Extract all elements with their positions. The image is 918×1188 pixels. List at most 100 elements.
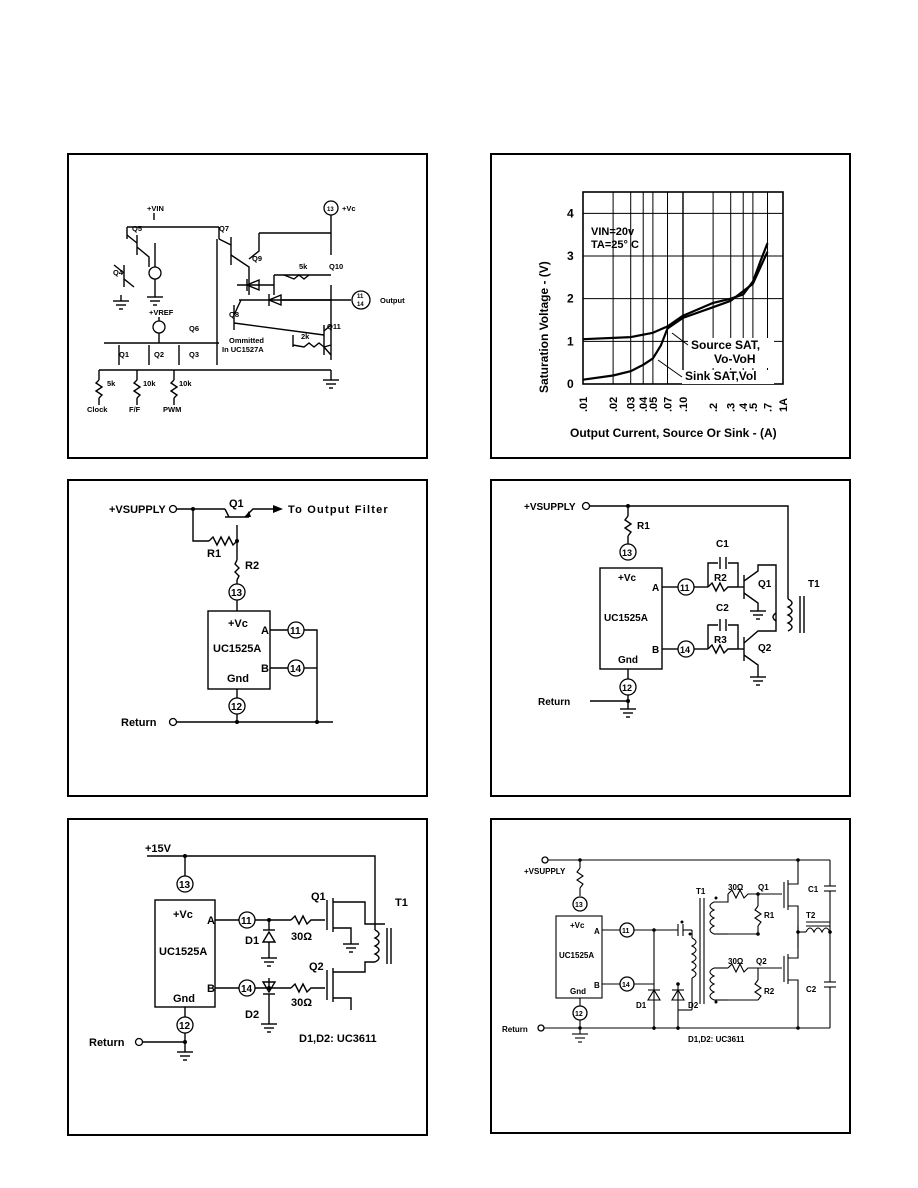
r10k-b-label: 10k xyxy=(179,379,192,388)
labels: +VIN +Vc 13 Q5 Q7 Q4 Q9 Q10 5k 11 14 Out… xyxy=(87,204,405,414)
q2-label: Q2 xyxy=(756,957,767,966)
r5k-label: 5k xyxy=(107,379,116,388)
condition-vin: VIN=20v xyxy=(591,226,635,238)
labels: +15V Q1 T1 30Ω D1 Q2 30Ω D2 D1,D2: UC361… xyxy=(89,843,408,1049)
pin14-label: 14 xyxy=(622,982,630,989)
d1-label: D1 xyxy=(245,935,259,947)
pin-a-label: A xyxy=(652,583,659,594)
return-label: Return xyxy=(538,697,570,708)
vsupply-label: +VSUPPLY xyxy=(524,867,566,876)
note-label: D1,D2: UC3611 xyxy=(299,1033,377,1045)
gnd-label: Gnd xyxy=(570,987,586,996)
q10-label: Q10 xyxy=(329,262,343,271)
pin12-label: 12 xyxy=(575,1011,583,1018)
supply-rails xyxy=(99,213,332,371)
wiring xyxy=(590,505,805,718)
q1-label: Q1 xyxy=(119,350,129,359)
y-tick-label: 0 xyxy=(567,377,574,391)
pin13-label: 13 xyxy=(622,548,632,558)
chip-label: UC1525A xyxy=(159,946,207,958)
ff-label: F/F xyxy=(129,405,141,414)
c2-label: C2 xyxy=(716,603,729,614)
pin-b-label: B xyxy=(207,983,215,995)
omitted-label-1: Ommitted xyxy=(229,336,264,345)
pin11-label: 11 xyxy=(680,583,690,593)
vc-label: +Vc xyxy=(173,909,193,921)
mosfet-drive-schematic-panel: +15V Q1 T1 30Ω D1 Q2 30Ω D2 D1,D2: UC361… xyxy=(67,818,428,1136)
pin-a-label: A xyxy=(207,915,215,927)
q7-label: Q7 xyxy=(219,224,229,233)
c1-label: C1 xyxy=(716,539,729,550)
q9-label: Q9 xyxy=(252,254,262,263)
pin12-label: 12 xyxy=(179,1021,191,1032)
r30a-label: 30Ω xyxy=(728,883,744,892)
pins xyxy=(228,583,305,715)
r1-label: R1 xyxy=(637,521,650,532)
pin13-label: 13 xyxy=(575,902,583,909)
wiring xyxy=(143,855,392,1061)
pwm-label: PWM xyxy=(163,405,181,414)
q1-label: Q1 xyxy=(758,579,772,590)
return-label: Return xyxy=(121,717,157,729)
q5-label: Q5 xyxy=(132,224,142,233)
pin13-label: 13 xyxy=(179,880,191,891)
d1-label: D1 xyxy=(636,1001,647,1010)
clock-label: Clock xyxy=(87,405,108,414)
return-label: Return xyxy=(502,1025,528,1034)
x-tick-label: .04 xyxy=(638,396,650,412)
output-label: Output xyxy=(380,296,405,305)
chart-series xyxy=(582,242,769,381)
r3-label: R3 xyxy=(714,635,727,646)
d2-label: D2 xyxy=(245,1009,259,1021)
y-axis-label: Saturation Voltage - (V) xyxy=(537,261,551,393)
pin11-label: 11 xyxy=(357,294,364,300)
pin14-label: 14 xyxy=(680,645,690,655)
q2-label: Q2 xyxy=(154,350,164,359)
pin14-label: 14 xyxy=(290,664,302,675)
x-tick-label: .01 xyxy=(578,397,590,412)
labels: +VSUPPLY Q1 To Output Filter R1 R2 13 11… xyxy=(109,498,389,729)
pin12-label: 12 xyxy=(231,702,243,713)
condition-ta: TA=25° C xyxy=(591,239,639,251)
pin11-label: 11 xyxy=(622,928,630,935)
pin-b-label: B xyxy=(261,663,269,675)
x-tick-label: .02 xyxy=(608,397,620,412)
r30b-label: 30Ω xyxy=(291,997,312,1009)
t1-label: T1 xyxy=(696,887,706,896)
q6-label: Q6 xyxy=(189,324,199,333)
chip-label: UC1525A xyxy=(213,643,261,655)
labels: +VSUPPLY T1 30Ω Q1 C1 R1 T2 30Ω Q2 C2 R2… xyxy=(502,867,819,1044)
vc-label: +Vc xyxy=(342,204,356,213)
d2-label: D2 xyxy=(688,1001,699,1010)
labels: +VSUPPLY R1 C1 R2 Q1 T1 C2 R3 Q2 13 11 1… xyxy=(524,502,820,708)
pin-b-label: B xyxy=(652,645,659,656)
r5k-top-label: 5k xyxy=(299,262,308,271)
gnd-label: Gnd xyxy=(227,673,249,685)
r30a-label: 30Ω xyxy=(291,931,312,943)
legend-source-line1: Source SAT, xyxy=(691,338,760,352)
q2-label: Q2 xyxy=(758,643,772,654)
pin-a-label: A xyxy=(261,625,269,637)
pin14-label: 14 xyxy=(241,984,253,995)
q1-label: Q1 xyxy=(229,498,244,510)
chip-label: UC1525A xyxy=(604,613,648,624)
r10k-a-label: 10k xyxy=(143,379,156,388)
pins xyxy=(176,875,256,1034)
q5-q4-current-mirror xyxy=(113,234,163,310)
pin11-label: 11 xyxy=(290,626,301,637)
x-tick-label: .2 xyxy=(708,403,720,412)
x-tick-label: .4 xyxy=(738,402,750,412)
output-filter-label: To Output Filter xyxy=(288,504,389,516)
pin11-label: 11 xyxy=(241,916,252,927)
series-pass-schematic-panel: +VSUPPLY Q1 To Output Filter R1 R2 13 11… xyxy=(67,479,428,797)
vref-label: +VREF xyxy=(149,308,174,317)
y-tick-label: 2 xyxy=(567,292,574,306)
c1-label: C1 xyxy=(808,885,819,894)
y-tick-label: 4 xyxy=(567,206,574,220)
r2-label: R2 xyxy=(764,987,775,996)
legend-sink: Sink SAT,Vol xyxy=(685,369,757,383)
vc-label: +Vc xyxy=(618,573,637,584)
